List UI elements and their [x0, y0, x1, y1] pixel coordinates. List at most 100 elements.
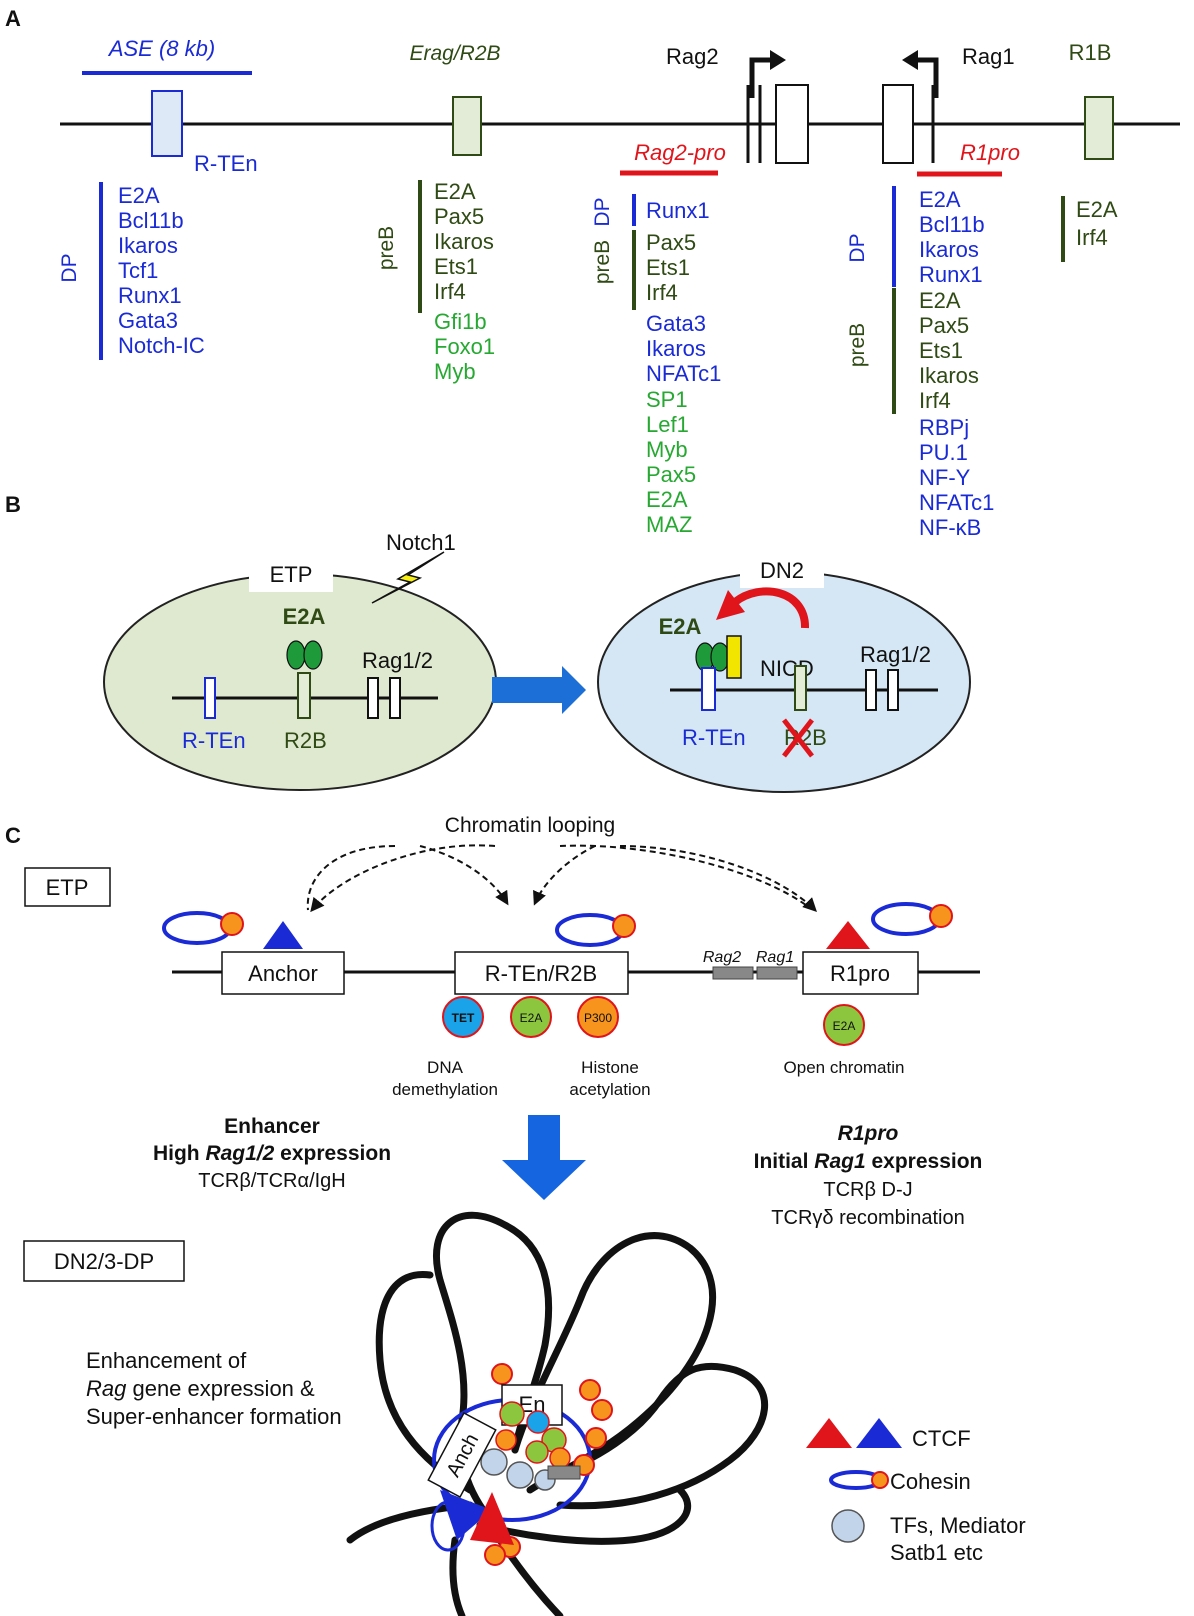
rag2-label: Rag2	[666, 44, 719, 69]
col2-item: Ets1	[434, 254, 478, 279]
r1b-box	[1084, 96, 1114, 160]
r1pro-title: R1pro	[838, 1122, 899, 1145]
col4-item: Pax5	[919, 313, 969, 338]
loop-arrow-aux	[306, 845, 396, 911]
rag1-tss-arrowhead	[902, 50, 918, 70]
col3-green-list: SP1 Lef1 Myb Pax5 E2A MAZ	[646, 387, 696, 537]
r1pro-label: R1pro	[960, 140, 1020, 165]
tcrgd-line: TCRγδ recombination	[771, 1207, 964, 1229]
col4-item: Runx1	[919, 262, 983, 287]
nicd-box	[726, 635, 742, 679]
etp-r2b-label: R2B	[284, 728, 327, 753]
nicd-switch-arrow	[732, 587, 810, 629]
anch-box: Anch	[427, 1411, 497, 1499]
etp-stage-box	[24, 867, 111, 907]
etp-rag-box-1	[367, 677, 379, 719]
rten-label: R-TEn	[194, 151, 258, 176]
col4-item: Ets1	[919, 338, 963, 363]
col5-list: E2A Irf4	[1076, 197, 1118, 250]
rag2-tss-arrowhead	[770, 50, 786, 70]
col5-item: Irf4	[1076, 225, 1108, 250]
panel-b: B ETP Notch1 E2A Rag1/2 R-TEn R2B DN2 E2…	[5, 492, 971, 793]
initial-expression-line: Initial Rag1 expression	[754, 1150, 983, 1173]
rag2-exon-3	[775, 84, 809, 164]
dn23dp-stage-box	[23, 1240, 185, 1282]
p300-ball	[577, 996, 619, 1038]
loop-arrow-aux-2	[559, 844, 811, 909]
etp-e2a-label: E2A	[283, 604, 326, 629]
legend: CTCF Cohesin TFs, Mediator Satb1 etc	[806, 1418, 1026, 1565]
col3-item: Pax5	[646, 230, 696, 255]
col4-item: RBPj	[919, 415, 969, 440]
etp-r2b-box	[297, 672, 311, 719]
col1-item: Gata3	[118, 308, 178, 333]
loop-arrow-to-r1pro	[619, 845, 817, 912]
e2a-ball-label: E2A	[520, 1011, 543, 1025]
col3-item: Gata3	[646, 311, 706, 336]
col1-item: Notch-IC	[118, 333, 205, 358]
col3-item: MAZ	[646, 512, 692, 537]
tcr-line: TCRβ/TCRα/IgH	[198, 1170, 346, 1192]
cohesin-head-1	[220, 912, 244, 936]
r2b-inactivated-cross-icon	[782, 718, 814, 758]
col3-dp-label: DP	[591, 197, 614, 226]
panel-c-label: C	[5, 823, 21, 848]
col2-item: Myb	[434, 359, 476, 384]
etp-rten-box	[204, 677, 216, 719]
dn2-cell	[597, 571, 971, 793]
enh-line3: Super-enhancer formation	[86, 1404, 342, 1429]
col3-item: Pax5	[646, 462, 696, 487]
panel-a: A ASE (8 kb) R-TEn Erag/R2B Rag2 Rag1 R1…	[5, 6, 1180, 540]
col3-item: Ets1	[646, 255, 690, 280]
col4-dp-label: DP	[846, 233, 869, 262]
col4-item: PU.1	[919, 440, 968, 465]
r1b-label: R1B	[1069, 40, 1112, 65]
col4-preb-list: E2A Pax5 Ets1 Ikaros Irf4	[919, 288, 979, 413]
col4-item: NF-κB	[919, 515, 981, 540]
rten-r2b-label: R-TEn/R2B	[485, 961, 597, 986]
e2a-dimer-b	[303, 640, 323, 670]
dn2-rten-label: R-TEn	[682, 725, 746, 750]
hub-cohesin-heads	[484, 1363, 613, 1566]
dn2-rten-box	[701, 667, 716, 711]
hub-rag-gene-bar	[547, 1465, 581, 1480]
notch1-lightning-icon	[371, 551, 445, 604]
dn2-rag-box-1	[865, 669, 877, 711]
p300-label: P300	[584, 1011, 612, 1025]
erag-label: Erag/R2B	[409, 42, 500, 65]
legend-tf-ball	[831, 1509, 865, 1543]
legend-tfs-line2: Satb1 etc	[890, 1540, 983, 1565]
etp-stage-label: ETP	[46, 875, 89, 900]
col3-item: Ikaros	[646, 336, 706, 361]
r2b-box	[452, 96, 482, 156]
legend-tfs-line1: TFs, Mediator	[890, 1513, 1026, 1538]
rag2-small-label: Rag2	[703, 949, 741, 966]
col3-item: Lef1	[646, 412, 689, 437]
col2-item: E2A	[434, 179, 476, 204]
tet-ball	[442, 996, 484, 1038]
col3-blue-list: Gata3 Ikaros NFATc1	[646, 311, 721, 386]
col2-item: Pax5	[434, 204, 484, 229]
col2-item: Ikaros	[434, 229, 494, 254]
col3-item: SP1	[646, 387, 688, 412]
col3-item: Myb	[646, 437, 688, 462]
notch1-label: Notch1	[386, 530, 456, 555]
rag2-tss-arrow	[749, 57, 772, 98]
rag2pro-label: Rag2-pro	[634, 140, 726, 165]
col4-item: NFATc1	[919, 490, 994, 515]
enhancer-title: Enhancer	[224, 1115, 320, 1138]
etp-label-box	[249, 556, 333, 592]
legend-cohesin-head	[871, 1471, 889, 1489]
anchor-label: Anchor	[248, 961, 318, 986]
ctcf-blue-triangle	[263, 921, 303, 949]
r1pro-box	[802, 951, 919, 995]
hist-acet-line1: Histone	[581, 1058, 639, 1077]
col4-dp-list: E2A Bcl11b Ikaros Runx1	[919, 187, 985, 287]
col2-green-list: Gfi1b Foxo1 Myb	[434, 309, 495, 384]
enh-line1: Enhancement of	[86, 1348, 247, 1373]
rten-box	[151, 90, 183, 157]
col3-item: Runx1	[646, 198, 710, 223]
col1-dp-label: DP	[58, 253, 81, 282]
cohesin-ring-3	[871, 902, 941, 936]
